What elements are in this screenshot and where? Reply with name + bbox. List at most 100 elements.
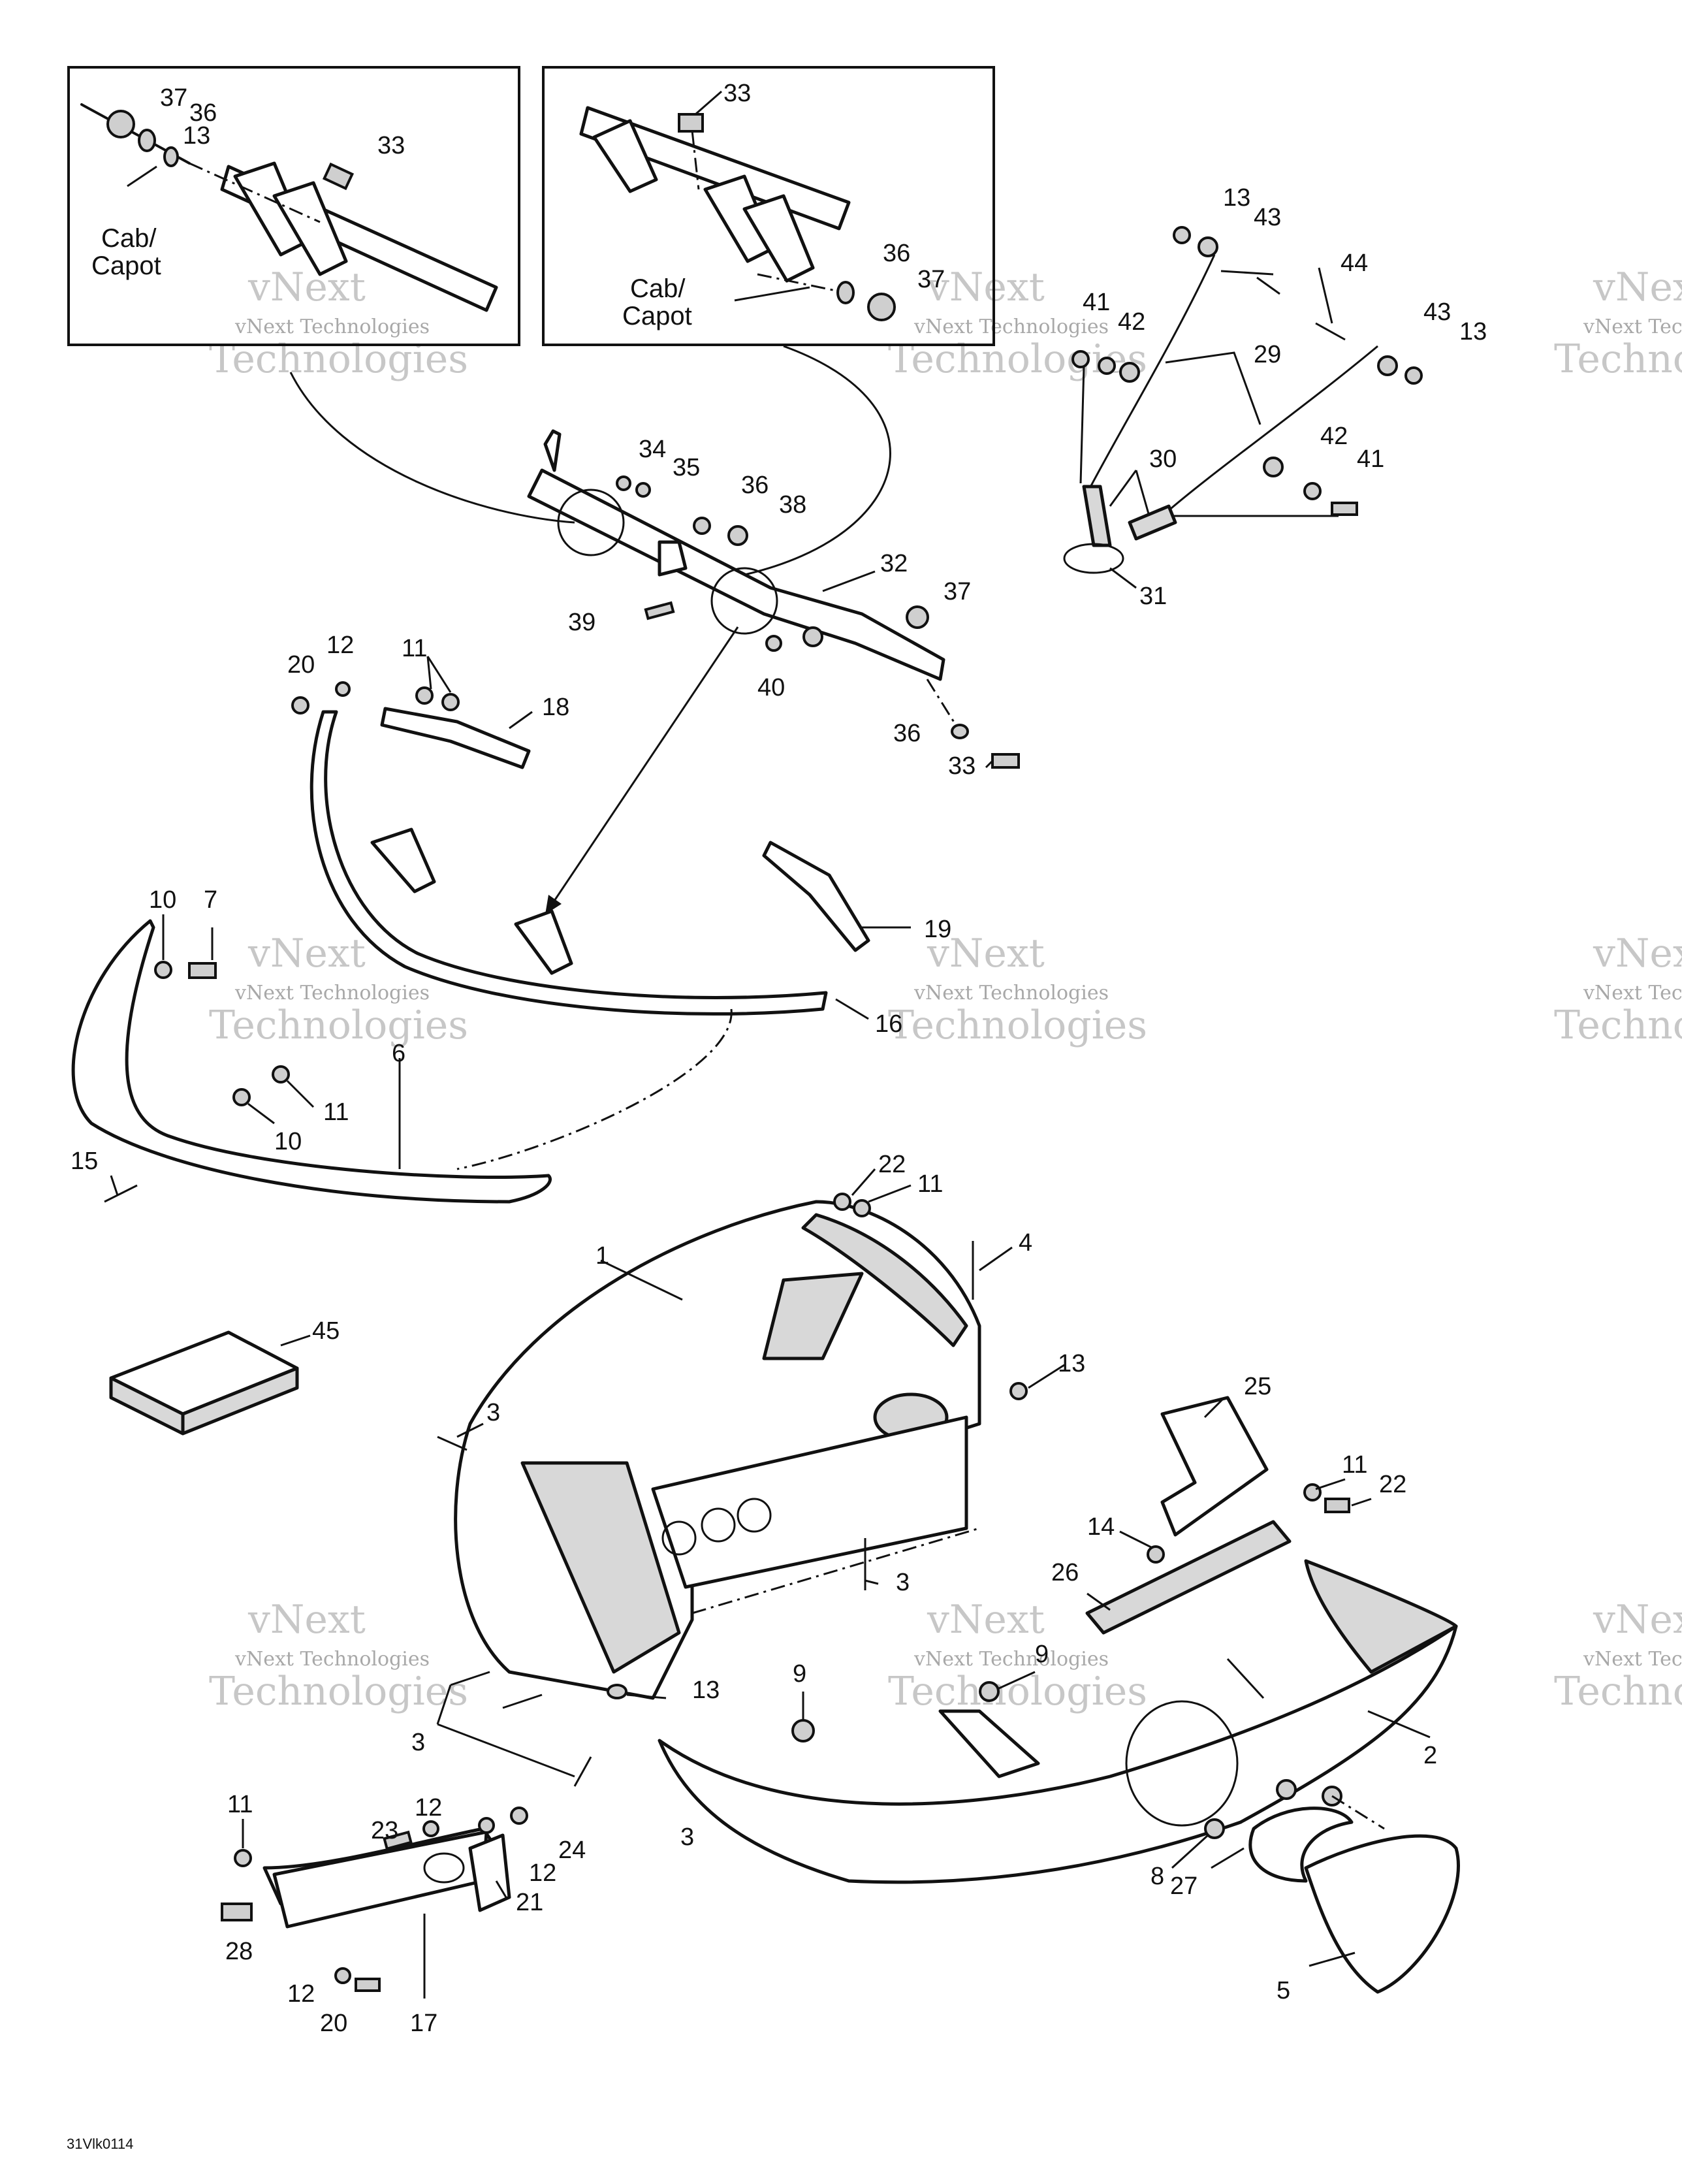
bracket-tab — [543, 429, 562, 472]
watermark-4: vNext vNext Technologies Technologies — [209, 931, 468, 1048]
washer-36-d — [951, 724, 969, 739]
nut-37-b — [867, 293, 896, 321]
nut-11-f — [234, 1849, 252, 1867]
nut-38 — [727, 525, 748, 546]
callout-30: 30 — [1149, 445, 1177, 473]
callout-22-hood: 22 — [878, 1151, 906, 1178]
callout-29: 29 — [1254, 341, 1281, 368]
bolt-20-b — [355, 1978, 381, 1992]
callout-28: 28 — [225, 1938, 253, 1965]
callout-19: 19 — [924, 916, 951, 943]
callout-32: 32 — [880, 550, 908, 577]
watermark-brand: vNext — [247, 265, 366, 310]
bumper-dash — [456, 1008, 733, 1170]
rivet-3-d — [502, 1694, 543, 1709]
hood-1-top-panel — [801, 1213, 968, 1347]
leader-5 — [1309, 1951, 1356, 1967]
decal-26 — [1085, 1520, 1292, 1635]
leader-32 — [822, 570, 876, 592]
washer-35 — [635, 482, 651, 498]
washer-40 — [765, 635, 782, 652]
leader-18 — [509, 711, 533, 730]
watermark-sub: Technologies — [209, 1003, 468, 1048]
callout-41-a: 41 — [1083, 289, 1110, 316]
watermark-9: vNext vNext Technologies Technologies — [1554, 1597, 1682, 1714]
inset-left-bracket-2 — [272, 181, 348, 276]
callout-9-a: 9 — [793, 1660, 806, 1688]
callout-10-a: 10 — [149, 886, 176, 914]
watermark-company: vNext Technologies — [913, 982, 1109, 1004]
leader-4 — [979, 1246, 1013, 1272]
leader-lines — [110, 90, 1431, 1999]
watermark-sub: Technologies — [1554, 1003, 1682, 1048]
watermark-company: vNext Technologies — [913, 315, 1109, 338]
watermark-7: vNext vNext Technologies Technologies — [209, 1597, 468, 1714]
bumper-16 — [309, 710, 828, 1016]
washer-10-b — [232, 1088, 251, 1106]
plug-9-b — [979, 1681, 1000, 1702]
nut-37 — [106, 110, 135, 138]
leader-21 — [495, 1880, 507, 1898]
bolt-33-c — [991, 753, 1020, 769]
callout-25: 25 — [1244, 1373, 1271, 1400]
leader-1 — [600, 1259, 683, 1301]
leader-11-skid — [286, 1080, 315, 1108]
washer-13-b — [1173, 226, 1191, 244]
bracket-tab-2 — [658, 540, 688, 577]
callout-7: 7 — [204, 886, 217, 914]
nut-14 — [1147, 1545, 1165, 1564]
callout-39: 39 — [568, 609, 595, 636]
watermark-brand: vNext — [247, 1597, 366, 1643]
cab-label-1-line1: Cab/ — [101, 224, 157, 253]
foam-pad — [109, 1330, 299, 1436]
leader-2 — [1367, 1710, 1431, 1739]
belly-pan-cutout — [1125, 1700, 1239, 1827]
leader-3b — [865, 1579, 879, 1585]
washer-13-c — [1404, 366, 1423, 385]
washer-12-d — [334, 1967, 351, 1984]
washer-12 — [335, 681, 351, 697]
callout-11-belly: 11 — [1342, 1451, 1367, 1479]
arrow-line — [544, 626, 739, 915]
nut-8 — [1276, 1779, 1297, 1800]
plate-21 — [468, 1833, 511, 1912]
watermark-company: vNext Technologies — [234, 982, 430, 1004]
callouts: 1 2 3 3 3 3 3 4 5 6 7 8 9 9 10 10 11 11 … — [71, 80, 1487, 2037]
leader-cab — [127, 165, 157, 187]
leader-cab-b — [734, 286, 810, 302]
callout-12-c: 12 — [287, 1980, 315, 2008]
callout-36-inset-a: 36 — [189, 99, 217, 127]
inset-left-frame — [67, 66, 520, 346]
leader-11-strap — [426, 656, 452, 693]
callout-11-hood: 11 — [917, 1170, 943, 1198]
pin-39 — [644, 601, 675, 620]
callout-42-a: 42 — [1118, 308, 1145, 336]
leader-45 — [280, 1334, 311, 1347]
nut-11-c — [272, 1065, 290, 1084]
bolt-41-b — [1331, 502, 1358, 516]
callout-12-b: 12 — [529, 1859, 556, 1887]
bracket-22-b — [1324, 1498, 1350, 1513]
callout-38: 38 — [779, 491, 806, 519]
leader-15 — [110, 1175, 119, 1196]
watermark-8: vNext vNext Technologies Technologies — [888, 1597, 1147, 1714]
leader-33 — [695, 90, 722, 116]
belly-pan-2 — [658, 1624, 1458, 1884]
callout-36-lower: 36 — [893, 720, 921, 747]
callout-4: 4 — [1019, 1229, 1032, 1257]
leader-31 — [1109, 567, 1137, 589]
bumper-mount-2 — [514, 909, 573, 975]
callout-43-b: 43 — [1423, 298, 1451, 326]
hood — [437, 1193, 1028, 1787]
detail-circle-2 — [710, 567, 778, 635]
watermark-sub: Technologies — [1554, 336, 1682, 382]
detail-circle-1 — [557, 489, 625, 556]
pad-45-front — [181, 1366, 299, 1436]
cable-29-b — [1162, 345, 1378, 517]
callout-40: 40 — [757, 674, 785, 701]
callout-1: 1 — [595, 1242, 609, 1270]
callout-13-hood: 13 — [1058, 1350, 1085, 1377]
callout-27: 27 — [1170, 1872, 1198, 1900]
callout-3-b: 3 — [896, 1569, 910, 1596]
